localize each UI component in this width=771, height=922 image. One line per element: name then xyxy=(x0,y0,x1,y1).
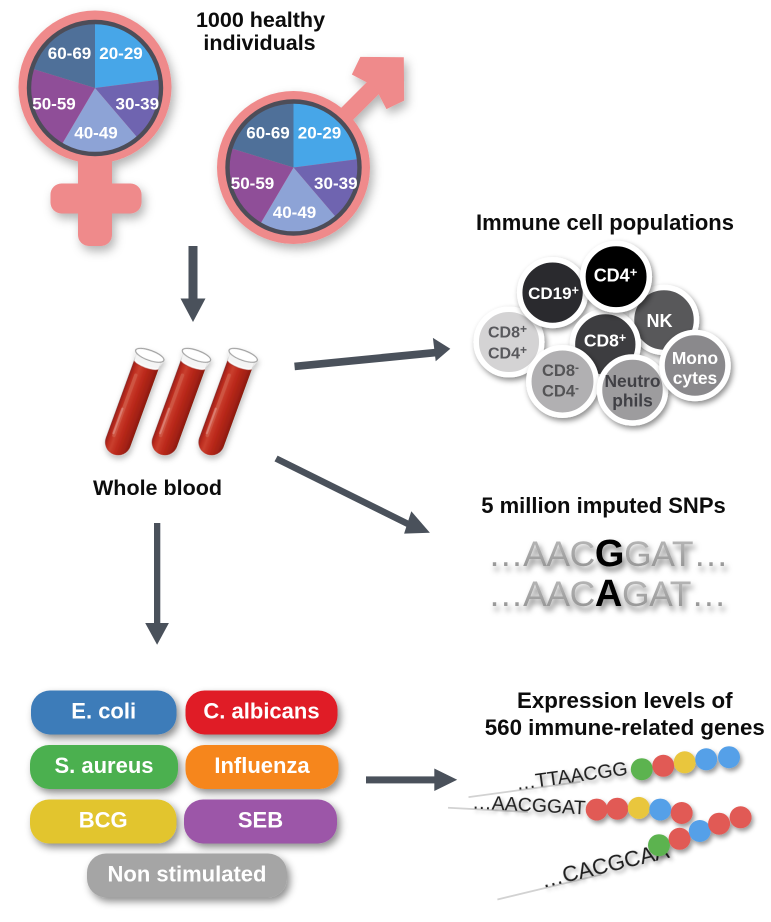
svg-text:cytes: cytes xyxy=(673,368,717,388)
svg-text:20-29: 20-29 xyxy=(99,44,142,63)
svg-text:CD19+: CD19+ xyxy=(528,284,579,304)
svg-text:1000 healthy: 1000 healthy xyxy=(196,8,325,32)
svg-text:C. albicans: C. albicans xyxy=(203,699,319,724)
svg-text:E. coli: E. coli xyxy=(71,699,136,724)
svg-text:50-59: 50-59 xyxy=(231,174,274,193)
svg-text:20-29: 20-29 xyxy=(298,124,341,143)
svg-text:Immune cell populations: Immune cell populations xyxy=(476,210,734,235)
svg-text:Expression levels of: Expression levels of xyxy=(517,688,733,713)
svg-text:Mono: Mono xyxy=(672,348,718,368)
svg-text:…TTAACGG: …TTAACGG xyxy=(515,758,629,795)
svg-text:560 immune-related genes: 560 immune-related genes xyxy=(485,715,765,740)
svg-text:5 million imputed SNPs: 5 million imputed SNPs xyxy=(481,493,725,518)
svg-text:60-69: 60-69 xyxy=(48,44,91,63)
svg-text:40-49: 40-49 xyxy=(74,124,117,143)
svg-text:…AACGGAT: …AACGGAT xyxy=(472,792,586,820)
svg-text:BCG: BCG xyxy=(79,808,128,833)
svg-text:30-39: 30-39 xyxy=(116,94,159,113)
svg-text:Influenza: Influenza xyxy=(214,753,310,778)
svg-text:CD4-: CD4- xyxy=(542,381,579,401)
svg-text:CD4+: CD4+ xyxy=(594,264,638,285)
svg-text:CD8+: CD8+ xyxy=(584,331,626,351)
svg-text:SEB: SEB xyxy=(238,808,283,833)
svg-text:30-39: 30-39 xyxy=(314,174,357,193)
svg-text:Whole blood: Whole blood xyxy=(93,476,222,500)
svg-text:60-69: 60-69 xyxy=(246,124,289,143)
svg-text:Neutro: Neutro xyxy=(604,371,660,391)
svg-text:NK: NK xyxy=(647,311,673,331)
svg-text:individuals: individuals xyxy=(203,31,315,55)
svg-text:50-59: 50-59 xyxy=(32,94,75,113)
svg-text:CD8+: CD8+ xyxy=(488,322,527,342)
svg-text:…AACGGAT…: …AACGGAT… xyxy=(488,533,728,575)
svg-text:Non stimulated: Non stimulated xyxy=(108,862,267,887)
svg-text:CD8-: CD8- xyxy=(542,360,579,380)
svg-text:40-49: 40-49 xyxy=(273,203,316,222)
svg-text:CD4+: CD4+ xyxy=(488,343,527,363)
svg-text:phils: phils xyxy=(612,391,653,411)
svg-text:S. aureus: S. aureus xyxy=(54,753,153,778)
svg-text:…AACAGAT…: …AACAGAT… xyxy=(488,573,726,615)
